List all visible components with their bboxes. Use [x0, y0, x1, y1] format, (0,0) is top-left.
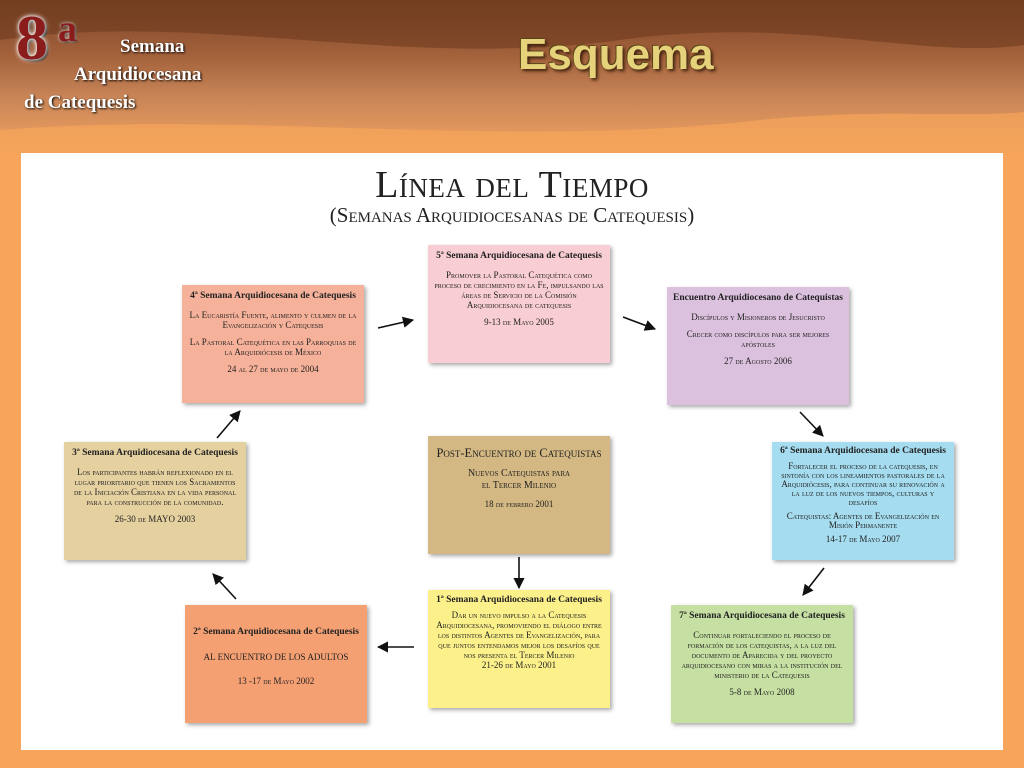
box-semana-4-text-1: La Eucaristía Fuente, alimento y culmen … [189, 310, 357, 330]
box-post-encuentro-heading: Post-Encuentro de Catequistas [436, 446, 602, 460]
box-semana-4-heading: 4ª Semana Arquidiocesana de Catequesis [190, 291, 356, 301]
box-semana-6: 6ª Semana Arquidiocesana de Catequesis F… [772, 442, 954, 560]
box-semana-5: 5ª Semana Arquidiocesana de Catequesis P… [428, 245, 610, 363]
box-semana-2: 2ª Semana Arquidiocesana de Catequesis A… [185, 605, 367, 723]
box-semana-1-date: 21-26 de Mayo 2001 [481, 660, 557, 670]
box-semana-3: 3ª Semana Arquidiocesana de Catequesis L… [64, 442, 246, 560]
arrow-enc-to-6 [799, 411, 824, 437]
box-encuentro-date: 27 de Agosto 2006 [724, 356, 792, 366]
box-encuentro-text-2: Crecer como discípulos para ser mejores … [686, 329, 830, 349]
box-semana-7-heading: 7ª Semana Arquidiocesana de Catequesis [679, 611, 845, 621]
box-semana-3-text: Los participantes habrán reflexionado en… [73, 467, 237, 507]
box-semana-5-heading: 5ª Semana Arquidiocesana de Catequesis [436, 251, 602, 261]
box-semana-4-date: 24 al 27 de mayo de 2004 [227, 364, 319, 374]
arrow-6-to-7 [802, 567, 825, 596]
box-semana-7-date: 5-8 de Mayo 2008 [729, 687, 795, 697]
box-encuentro: Encuentro Arquidiocesano de Catequistas … [667, 287, 849, 405]
box-semana-5-text: Promover la Pastoral Catequética como pr… [434, 270, 604, 310]
box-semana-2-heading: 2ª Semana Arquidiocesana de Catequesis [193, 627, 359, 637]
timeline-panel: Línea del Tiempo (Semanas Arquidiocesana… [21, 153, 1003, 750]
logo-line-3: de Catequesis [24, 92, 136, 113]
timeline-title: Línea del Tiempo [375, 164, 649, 206]
box-semana-6-heading: 6ª Semana Arquidiocesana de Catequesis [780, 446, 946, 456]
box-semana-1-heading: 1ª Semana Arquidiocesana de Catequesis [436, 595, 602, 605]
box-semana-3-heading: 3ª Semana Arquidiocesana de Catequesis [72, 448, 238, 458]
box-semana-6-text-1: Fortalecer el proceso de la catequesis, … [781, 461, 945, 507]
arrow-4-to-5 [377, 316, 415, 329]
box-semana-7: 7ª Semana Arquidiocesana de Catequesis C… [671, 605, 853, 723]
header-banner: 8 a Semana Arquidiocesana de Catequesis … [0, 0, 1024, 160]
arrow-3-to-4 [216, 410, 241, 439]
box-encuentro-text-1: Discípulos y Misioneros de Jesucristo [691, 312, 825, 322]
logo-line-2: Arquidiocesana [74, 64, 202, 85]
arrow-2-to-3 [212, 573, 237, 600]
box-semana-7-text: Continuar fortaleciendo el proceso de fo… [681, 630, 843, 680]
box-semana-6-date: 14-17 de Mayo 2007 [825, 534, 901, 544]
box-semana-4: 4ª Semana Arquidiocesana de Catequesis L… [182, 285, 364, 403]
logo-line-1: Semana [120, 36, 185, 57]
box-semana-1-text: Dar un nuevo impulso a la Catequesis Arq… [436, 610, 602, 660]
box-semana-2-text: AL ENCUENTRO DE LOS ADULTOS [203, 652, 349, 662]
slide-title: Esquema [518, 30, 714, 79]
box-semana-2-date: 13 -17 de Mayo 2002 [237, 676, 315, 686]
box-post-encuentro: Post-Encuentro de Catequistas Nuevos Cat… [428, 436, 610, 554]
logo-superscript: a [58, 8, 77, 50]
box-post-encuentro-text: Nuevos Catequistas para el Tercer Mileni… [467, 468, 571, 491]
box-encuentro-heading: Encuentro Arquidiocesano de Catequistas [673, 293, 843, 303]
box-semana-6-text-2: Catequistas: Agentes de Evangelización e… [786, 511, 940, 530]
box-semana-5-date: 9-13 de Mayo 2005 [484, 317, 554, 327]
timeline-subtitle: (Semanas Arquidiocesanas de Catequesis) [329, 203, 695, 227]
box-semana-1: 1ª Semana Arquidiocesana de Catequesis D… [428, 590, 610, 708]
logo-number: 8 [16, 2, 48, 73]
box-semana-4-text-2: La Pastoral Catequética en las Parroquia… [189, 337, 357, 357]
header-wave-decoration [0, 0, 1024, 160]
box-semana-3-date: 26-30 de MAYO 2003 [114, 514, 196, 524]
arrow-5-to-enc [622, 316, 657, 331]
box-post-encuentro-date: 18 de febrero 2001 [484, 499, 554, 509]
